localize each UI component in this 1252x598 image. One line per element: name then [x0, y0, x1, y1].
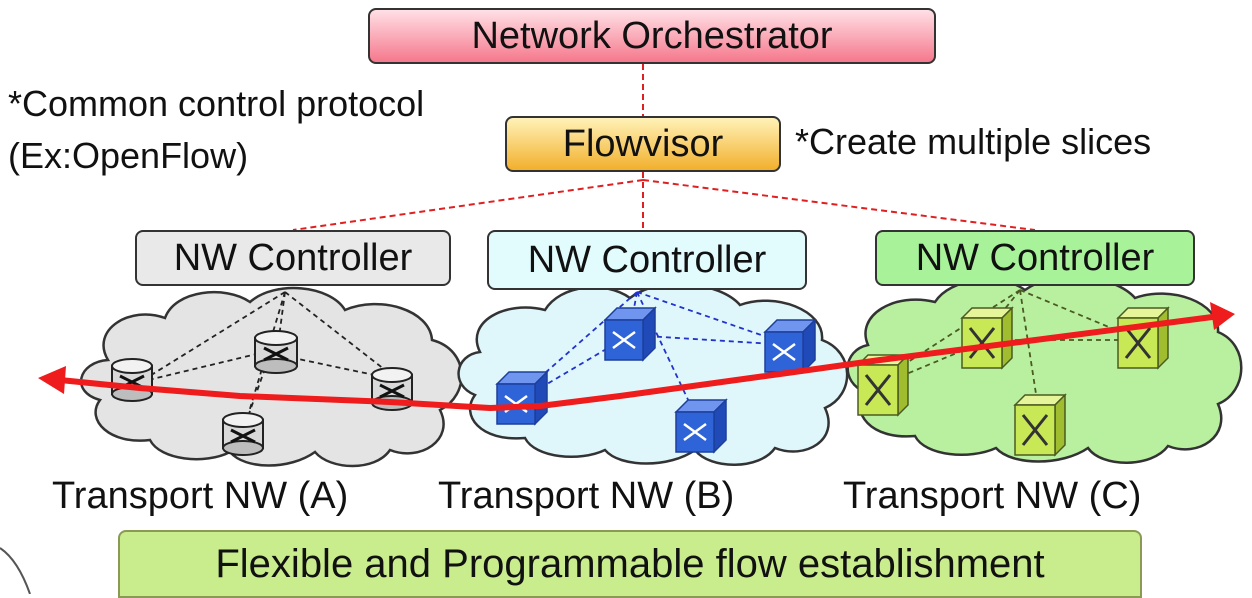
blue-optical-switch-icon [495, 370, 549, 426]
router-cylinder-icon [254, 330, 298, 374]
router-cylinder-icon [222, 412, 264, 456]
flow-arrow [38, 302, 1235, 411]
control-links [292, 64, 1036, 231]
flow-establishment-banner: Flexible and Programmable flow establish… [118, 530, 1142, 598]
green-cross-connect-icon [960, 306, 1014, 370]
flowvisor-controller-c-link [642, 179, 1036, 231]
green-cross-connect-icon [1116, 306, 1170, 370]
transport-nw-a-label: Transport NW (A) [52, 475, 349, 517]
slices-note: *Create multiple slices [795, 121, 1152, 162]
nw-controller-a-box: NW Controller [135, 230, 451, 286]
banner-label: Flexible and Programmable flow establish… [215, 542, 1045, 586]
controller-c-label: NW Controller [915, 237, 1155, 279]
flow-arrow-head-left [38, 366, 66, 394]
flowvisor-controller-a-link [292, 179, 644, 231]
blue-optical-switch-icon [763, 318, 817, 374]
controller-a-label: NW Controller [173, 237, 413, 279]
router-cylinder-icon [111, 358, 153, 402]
cloud-b [457, 282, 849, 466]
blue-optical-switch-icon [603, 306, 657, 362]
protocol-note-line2: (Ex:OpenFlow) [8, 135, 249, 176]
flowvisor-box: Flowvisor [505, 116, 781, 172]
controller-b-label: NW Controller [527, 239, 767, 281]
transport-nw-b-label: Transport NW (B) [438, 475, 735, 517]
nw-controller-b-box: NW Controller [487, 230, 807, 290]
protocol-note-line1: *Common control protocol [8, 83, 425, 124]
blue-optical-switch-icon [674, 398, 728, 454]
green-cross-connect-icon [1013, 393, 1067, 457]
transport-nw-c-label: Transport NW (C) [843, 475, 1142, 517]
network-orchestrator-box: Network Orchestrator [368, 8, 936, 64]
cloud-a [79, 286, 463, 468]
corner-decoration [0, 547, 31, 594]
flow-arrow-head-right [1210, 302, 1235, 330]
flowvisor-label: Flowvisor [562, 123, 724, 165]
nw-controller-c-box: NW Controller [875, 230, 1195, 286]
orchestrator-label: Network Orchestrator [471, 15, 833, 57]
